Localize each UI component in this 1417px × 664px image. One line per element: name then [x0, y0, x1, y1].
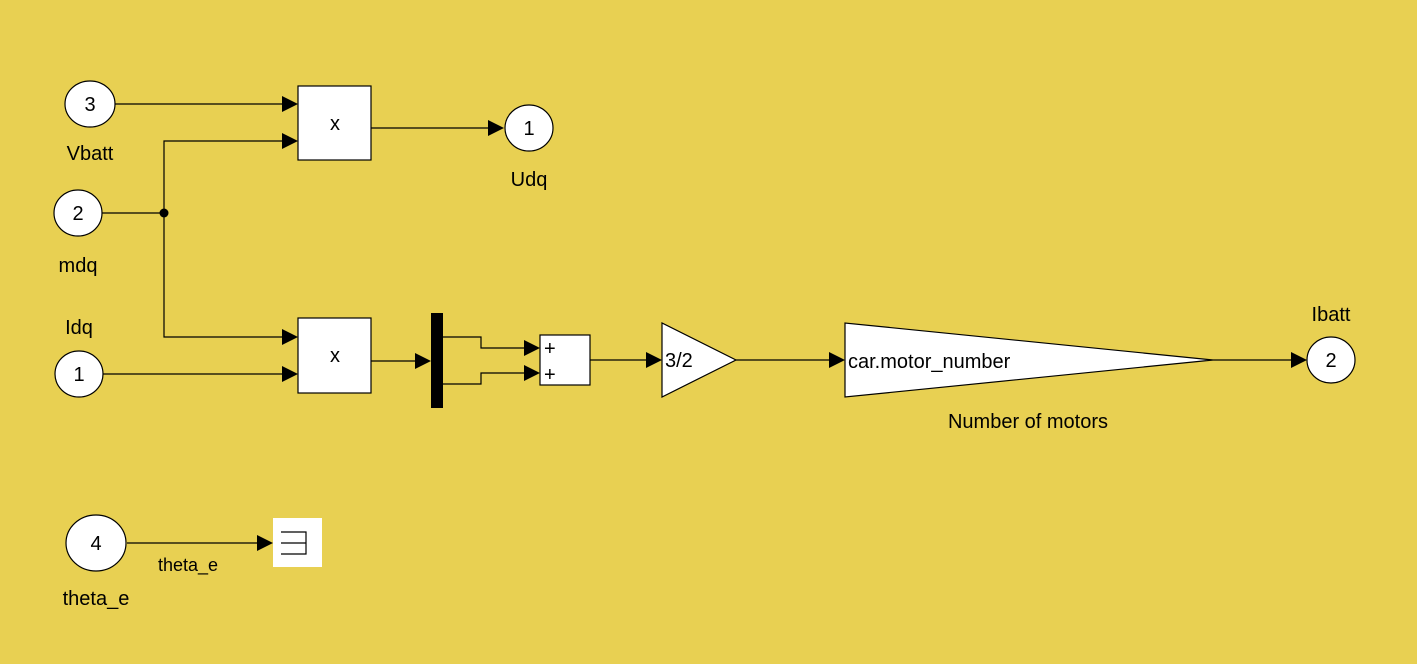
outport-udq[interactable]: 1 Udq [504, 104, 554, 191]
sum-block[interactable]: + + [539, 334, 591, 386]
motor-gain-block[interactable]: car.motor_number Number of motors [844, 322, 1214, 433]
outport-udq-shape[interactable] [504, 104, 554, 152]
inport-mdq[interactable]: 2 mdq [53, 189, 103, 277]
arrow-head [1291, 352, 1307, 368]
gain-block[interactable]: 3/2 [661, 322, 738, 398]
inport-idq-label: Idq [65, 317, 93, 339]
arrow-head [282, 133, 298, 149]
inport-mdq-number: 2 [72, 203, 83, 225]
inport-theta-e-shape[interactable] [65, 514, 127, 572]
wire-mdq-product-bottom[interactable] [163, 213, 282, 338]
product-block-bottom-shape[interactable] [297, 317, 372, 394]
product-block-top-op: x [330, 113, 340, 135]
sum-sign-2: + [544, 364, 556, 386]
inport-vbatt-label: Vbatt [67, 143, 114, 165]
inport-theta-e-number: 4 [90, 533, 101, 555]
arrow-head [524, 365, 540, 381]
arrow-head [829, 352, 845, 368]
demux-block[interactable] [431, 313, 443, 408]
outport-ibatt-shape[interactable] [1306, 336, 1356, 384]
arrow-head [646, 352, 662, 368]
product-block-top[interactable]: x [297, 85, 372, 161]
wire-mdq-product-top[interactable] [163, 140, 282, 213]
inport-mdq-shape[interactable] [53, 189, 103, 237]
gain-value: 3/2 [665, 350, 693, 372]
signal-wires [101, 96, 1307, 551]
arrow-head [524, 340, 540, 356]
inport-vbatt-shape[interactable] [64, 80, 116, 128]
inport-vbatt-number: 3 [84, 94, 95, 116]
wire-demux-sum-2[interactable] [443, 372, 524, 385]
sum-sign-1: + [544, 338, 556, 360]
signal-label-theta-e: theta_e [158, 555, 218, 576]
inport-vbatt[interactable]: 3 Vbatt [64, 80, 116, 165]
arrow-head [282, 96, 298, 112]
outport-ibatt-label: Ibatt [1312, 304, 1351, 326]
terminator-icon [281, 531, 307, 555]
inport-theta-e[interactable]: 4 theta_e [63, 514, 130, 610]
arrow-head [415, 353, 431, 369]
product-block-bottom-op: x [330, 345, 340, 367]
sum-block-shape[interactable] [539, 334, 591, 386]
inport-mdq-label: mdq [59, 255, 98, 277]
product-block-bottom[interactable]: x [297, 317, 372, 394]
gain-block-shape[interactable] [661, 322, 738, 398]
motor-gain-block-shape[interactable] [844, 322, 1214, 398]
arrow-head [282, 329, 298, 345]
motor-gain-value: car.motor_number [848, 351, 1011, 373]
wire-demux-sum-1[interactable] [443, 336, 524, 349]
product-block-top-shape[interactable] [297, 85, 372, 161]
terminator-block[interactable] [273, 518, 322, 567]
motor-gain-label: Number of motors [948, 411, 1108, 433]
arrow-head [282, 366, 298, 382]
inport-theta-e-label: theta_e [63, 588, 130, 610]
inport-idq[interactable]: 1 Idq [54, 317, 104, 398]
outport-ibatt[interactable]: 2 Ibatt [1306, 304, 1356, 384]
outport-ibatt-number: 2 [1325, 350, 1336, 372]
inport-idq-number: 1 [73, 364, 84, 386]
outport-udq-label: Udq [511, 169, 548, 191]
arrow-head [488, 120, 504, 136]
outport-udq-number: 1 [523, 118, 534, 140]
inport-idq-shape[interactable] [54, 350, 104, 398]
arrow-head [257, 535, 273, 551]
